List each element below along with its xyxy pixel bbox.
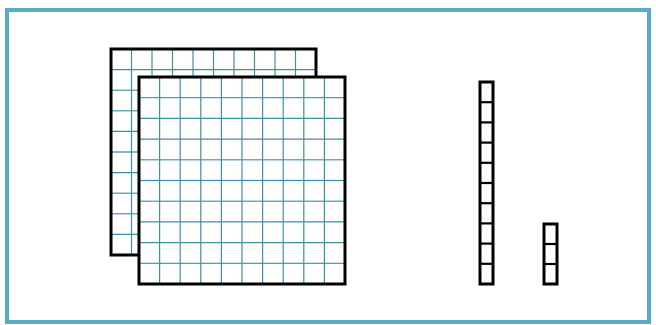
ones-cube-stack [544,224,557,284]
hundreds-flat-front [139,77,345,284]
tens-rod [480,82,493,284]
ones-cube-fill [544,224,557,284]
